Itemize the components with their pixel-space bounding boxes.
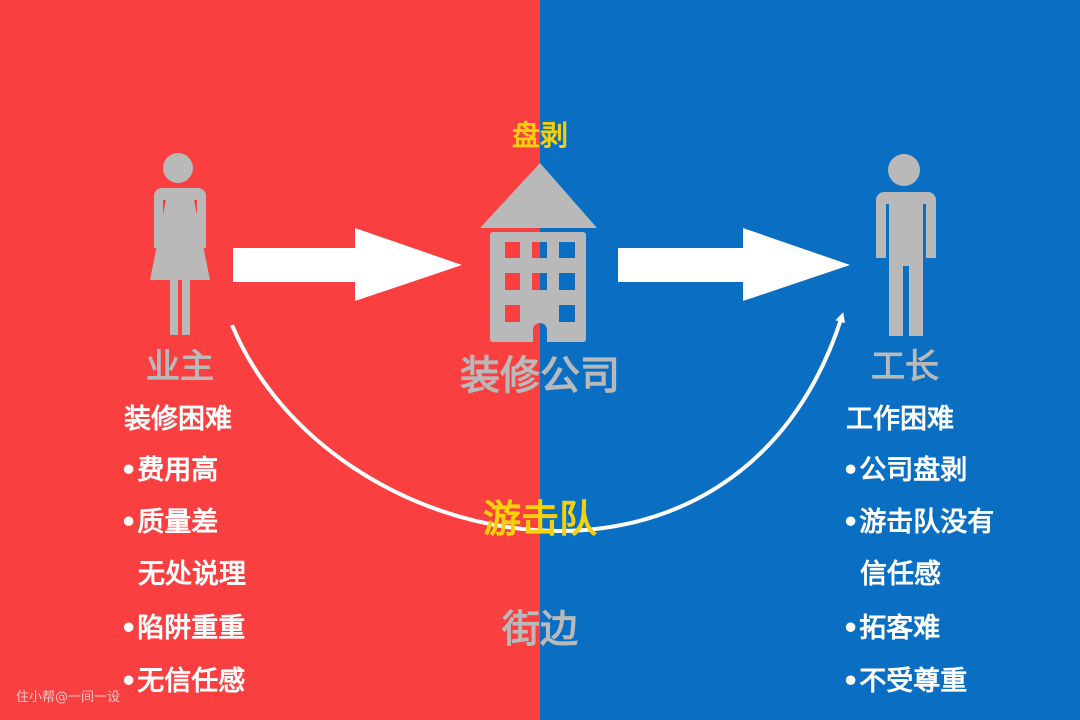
street-side-label: 街边 (501, 607, 579, 651)
left-panel-background (0, 0, 540, 720)
list-item: •拓客难 (842, 613, 941, 644)
list-item: 无处说理 (138, 559, 246, 590)
arrow-company-to-foreman (618, 228, 850, 301)
decoration-company-label: 装修公司 (460, 353, 620, 399)
homeowner-label: 业主 (146, 347, 214, 387)
list-item: •陷阱重重 (120, 613, 246, 644)
curved-arrow-owner-to-foreman (230, 312, 845, 533)
homeowner-woman-icon (150, 153, 210, 335)
decoration-company-building-icon (480, 163, 597, 342)
list-item: 信任感 (860, 559, 941, 590)
right-panel-background (540, 0, 1080, 720)
foreman-man-icon (876, 154, 936, 336)
list-item: •游击队没有 (842, 507, 995, 538)
list-item: •公司盘剥 (842, 455, 968, 486)
list-item: •不受尊重 (842, 666, 968, 697)
list-item: •费用高 (120, 455, 219, 486)
exploitation-label: 盘剥 (511, 119, 569, 152)
list-heading: 工作困难 (846, 404, 954, 435)
list-heading: 装修困难 (124, 404, 232, 435)
watermark: 住小帮@一间一设 (16, 690, 121, 705)
foreman-label: 工长 (871, 347, 939, 387)
guerrilla-team-label: 游击队 (482, 497, 598, 541)
list-item: •质量差 (120, 507, 219, 538)
arrow-owner-to-company (233, 228, 462, 301)
list-item: •无信任感 (120, 666, 246, 697)
